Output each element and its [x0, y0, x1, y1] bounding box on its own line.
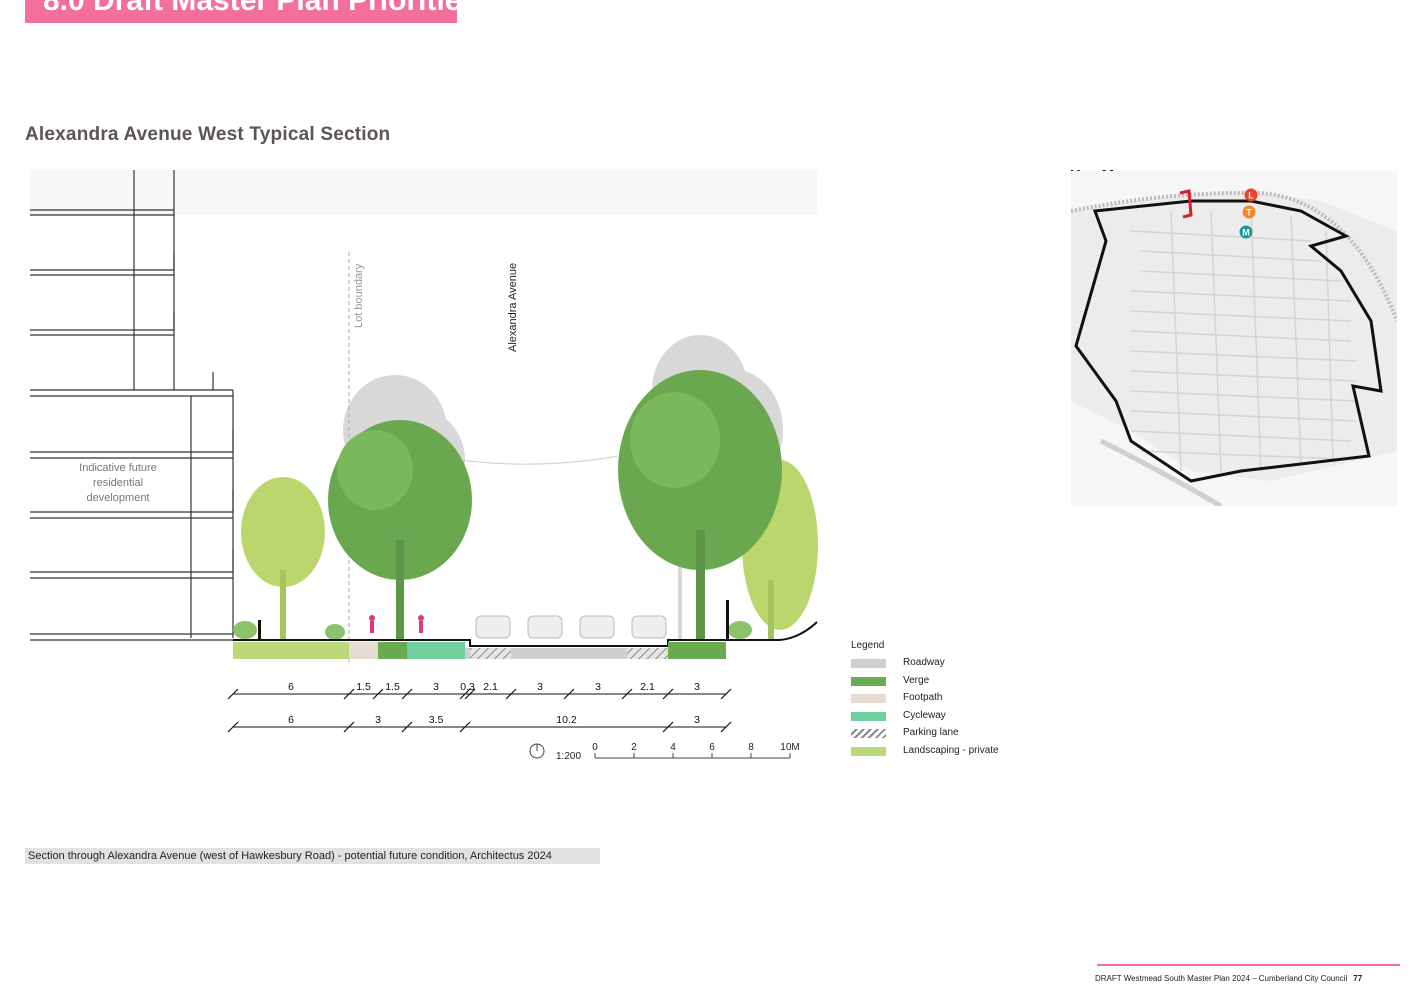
legend-swatch: [851, 729, 886, 738]
section-title: Alexandra Avenue West Typical Section: [25, 124, 391, 145]
legend-label: Footpath: [903, 692, 943, 703]
legend-swatch: [851, 676, 886, 686]
bollard: [726, 600, 729, 640]
overhead-wire: [459, 455, 619, 465]
parked-and-moving-cars: [475, 615, 667, 639]
sky-band: [30, 170, 817, 215]
dimension-label: 1.5: [356, 681, 371, 693]
transport-badge-icon: [1242, 205, 1256, 219]
legend-item: Verge: [851, 674, 1031, 692]
dimension-label: 3: [595, 681, 601, 693]
street-tree-right: [618, 370, 782, 640]
figure-caption: Section through Alexandra Avenue (west o…: [25, 848, 600, 864]
key-map: LTM: [1071, 171, 1397, 506]
scale-tick-label: 6: [709, 742, 715, 753]
transport-badge-letter: L: [1248, 191, 1254, 201]
zone-parking-lane-right: [627, 648, 668, 659]
street-tree-left: [328, 420, 472, 640]
zone-verge: [378, 642, 407, 659]
legend-item: Parking lane: [851, 726, 1031, 744]
dimension-label: 3: [375, 714, 381, 726]
page-header-bar: 8.0 Draft Master Plan Priorities: [25, 0, 457, 23]
scale-tick-label: 10M: [780, 742, 799, 753]
dimension-label: 2.1: [483, 681, 498, 693]
zone-verge-right: [668, 642, 726, 659]
private-landscape-tree: [241, 477, 325, 640]
scale-tick-label: 8: [748, 742, 754, 753]
footer: DRAFT Westmead South Master Plan 2024 – …: [1095, 974, 1362, 983]
legend-swatch: [851, 711, 886, 721]
scale-tick-label: 0: [592, 742, 598, 753]
key-map-streets: [1130, 210, 1357, 472]
transport-badge-icon: [1244, 188, 1258, 202]
scale-bar: 1:200 0 2 4 6 8 10M: [529, 742, 800, 762]
transport-badge-icon: [1239, 225, 1253, 239]
legend-label: Parking lane: [903, 727, 959, 738]
location-marker-icon: [1179, 189, 1193, 219]
street-label: Alexandra Avenue: [507, 263, 519, 352]
legend-label: Verge: [903, 674, 930, 686]
dimension-label: 6: [288, 681, 294, 693]
zone-parking-lane-left: [470, 648, 511, 659]
page-number: 77: [1353, 974, 1363, 983]
dimension-label: 0.3: [460, 681, 475, 693]
scale-ticks: 0 2 4 6 8 10M: [592, 742, 800, 759]
dimension-label: 3.5: [429, 714, 444, 726]
cyclist-figures: [369, 615, 424, 633]
zone-footpath: [349, 642, 378, 659]
transport-badge-letter: T: [1246, 208, 1252, 218]
transport-badges: LTM: [1239, 188, 1258, 239]
zone-strips: [233, 642, 726, 659]
transport-badge-letter: M: [1242, 228, 1250, 238]
building-label-line-2: residential: [93, 477, 143, 489]
lot-boundary-label: Lot boundary: [353, 263, 365, 328]
dimension-label: 3: [694, 714, 700, 726]
footer-document-title: DRAFT Westmead South Master Plan 2024 – …: [1095, 974, 1348, 983]
zone-roadway: [465, 648, 668, 659]
dimension-label: 3: [433, 681, 439, 693]
legend-label: Roadway: [903, 657, 945, 668]
footer-rule: [1097, 964, 1400, 966]
study-area-boundary: [1074, 199, 1383, 483]
dimension-label: 10.2: [556, 714, 577, 726]
dimension-label: 3: [537, 681, 543, 693]
dimension-label: 6: [288, 714, 294, 726]
zone-landscaping-private: [233, 642, 349, 659]
legend-swatch: [851, 694, 886, 703]
dimension-label: 1.5: [385, 681, 400, 693]
building-label-line-1: Indicative future: [79, 462, 157, 474]
legend-swatch: [851, 746, 886, 756]
dimension-row-2: 6 3 3.5 10.2 3: [227, 714, 732, 733]
building-floor-lines: [30, 209, 175, 336]
building-label-line-3: development: [87, 492, 150, 504]
legend-label: Landscaping - private: [903, 744, 999, 756]
bollard: [258, 620, 261, 640]
page-header-title: 8.0 Draft Master Plan Priorities: [43, 0, 457, 17]
legend-item: Cycleway: [851, 709, 1031, 727]
street-section-diagram: Indicative future residential developmen…: [30, 170, 818, 762]
legend-title: Legend: [851, 640, 885, 651]
key-map-surroundings: [1071, 171, 1397, 506]
legend-item: Footpath: [851, 691, 1031, 709]
residential-building: [30, 170, 234, 641]
legend-item: Landscaping - private: [851, 744, 1031, 762]
dimension-row-1: 6 1.5 1.5 3 0.3 2.1 3 3 2.1 3: [227, 681, 732, 700]
scale-tick-label: 4: [670, 742, 676, 753]
scale-tick-label: 2: [631, 742, 637, 753]
dimension-label: 2.1: [640, 681, 655, 693]
legend-item: Roadway: [851, 656, 1031, 674]
ground-line: [233, 621, 818, 647]
motorway: [1099, 438, 1223, 506]
zone-cycleway: [407, 642, 465, 659]
legend-swatch: [851, 659, 886, 668]
shrubs: [233, 621, 752, 640]
legend-label: Cycleway: [903, 709, 946, 721]
dimension-label: 3: [694, 681, 700, 693]
scale-ratio: 1:200: [556, 751, 581, 762]
